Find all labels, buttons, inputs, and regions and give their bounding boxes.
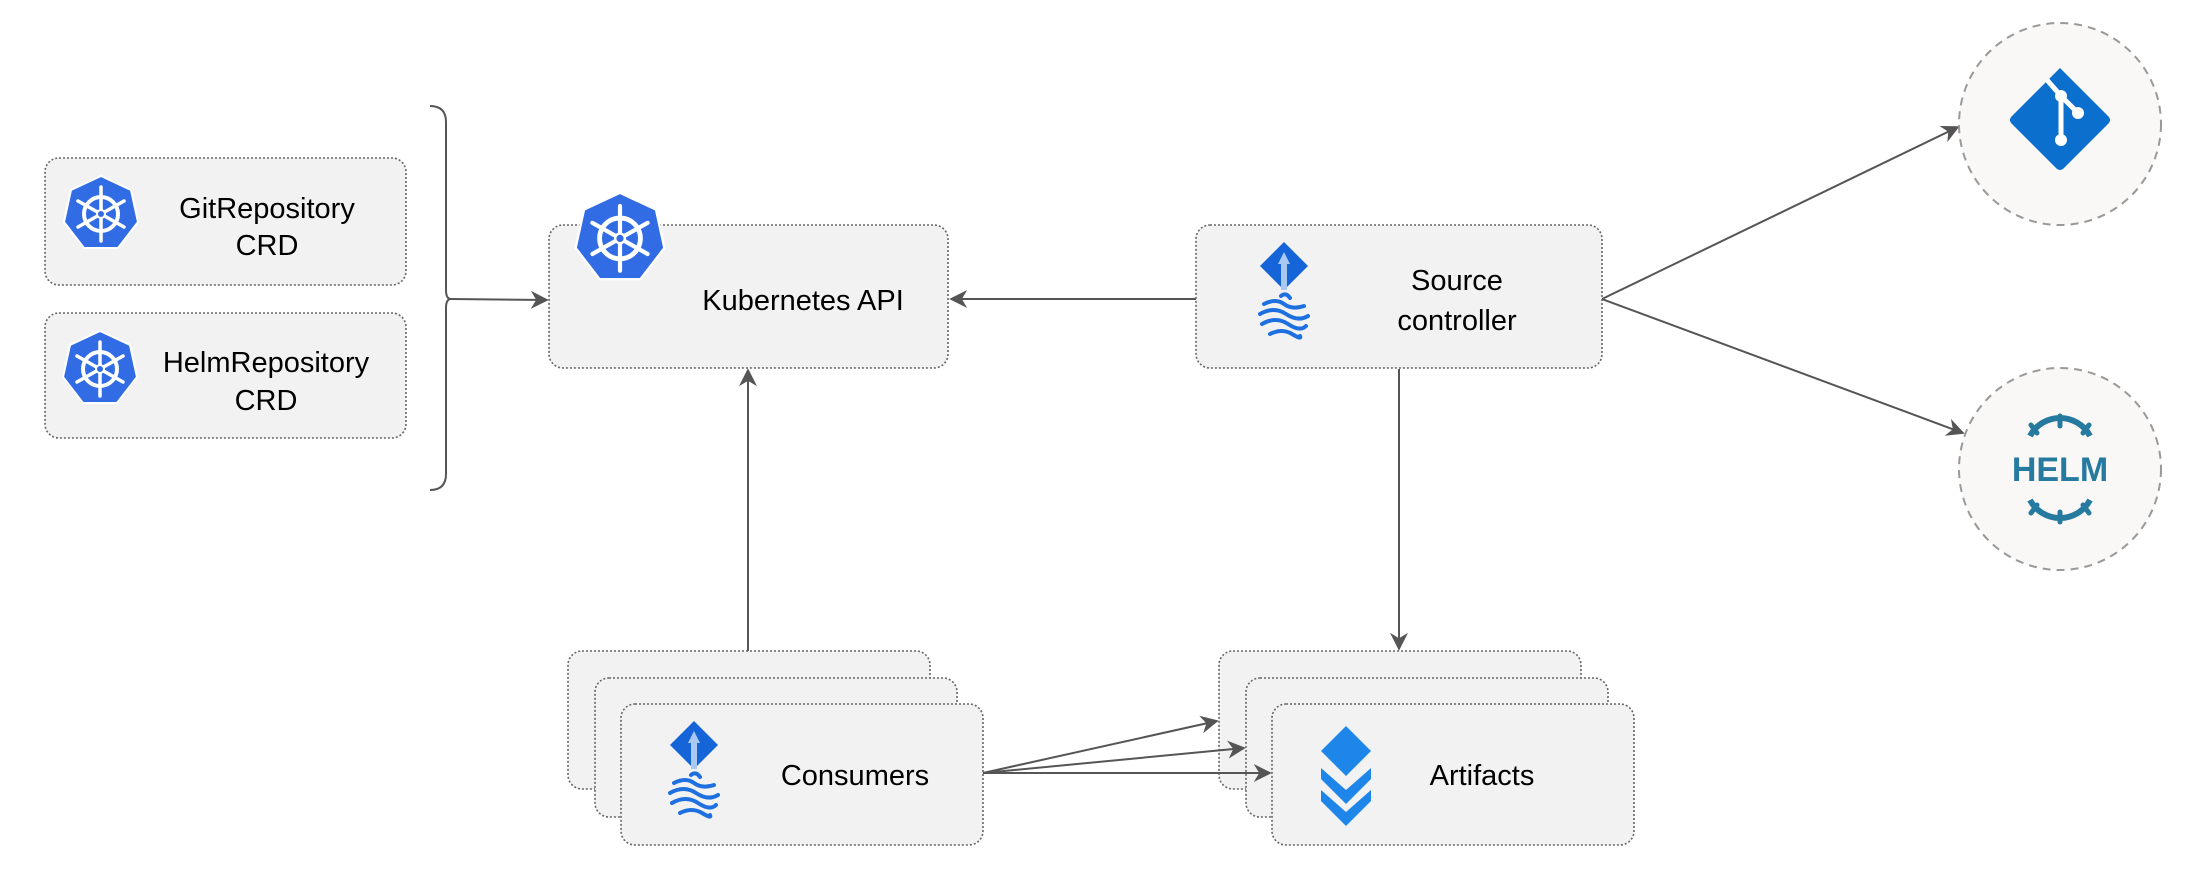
artifacts-node: Artifacts [1218,650,1635,846]
kubernetes-icon [576,193,665,279]
svg-text:CRD: CRD [236,230,299,262]
kubernetes-api-label: Kubernetes API [702,285,904,317]
source-controller-node: Source controller [1195,224,1603,369]
consumers-label: Consumers [781,760,929,792]
svg-text:CRD: CRD [235,385,298,417]
git-icon [2010,68,2110,170]
svg-text:HELM: HELM [2012,451,2108,489]
kubernetes-api-node: Kubernetes API [548,193,949,369]
helm-repository-crd-node: HelmRepository CRD [44,312,407,439]
git-repository-crd-node: GitRepository CRD [44,157,407,286]
helm-node: HELM [1958,367,2162,571]
svg-text:controller: controller [1397,305,1517,337]
edge-consumers-to-artifacts-2 [982,740,1246,774]
git-node [1958,22,2162,226]
svg-text:HelmRepository: HelmRepository [163,347,370,379]
edge-consumers-to-artifacts-1 [982,715,1219,774]
svg-text:GitRepository: GitRepository [179,193,355,225]
edge-source-to-helm [1601,298,1965,436]
helm-icon: HELM [2012,413,2108,525]
artifacts-label: Artifacts [1430,760,1535,792]
consumers-node: Consumers [567,650,984,846]
svg-text:Source: Source [1411,265,1503,297]
edge-crds-to-api [450,290,549,309]
crd-brace [429,105,452,491]
layers-icon [1321,726,1371,826]
edge-source-to-git [1601,125,1960,300]
